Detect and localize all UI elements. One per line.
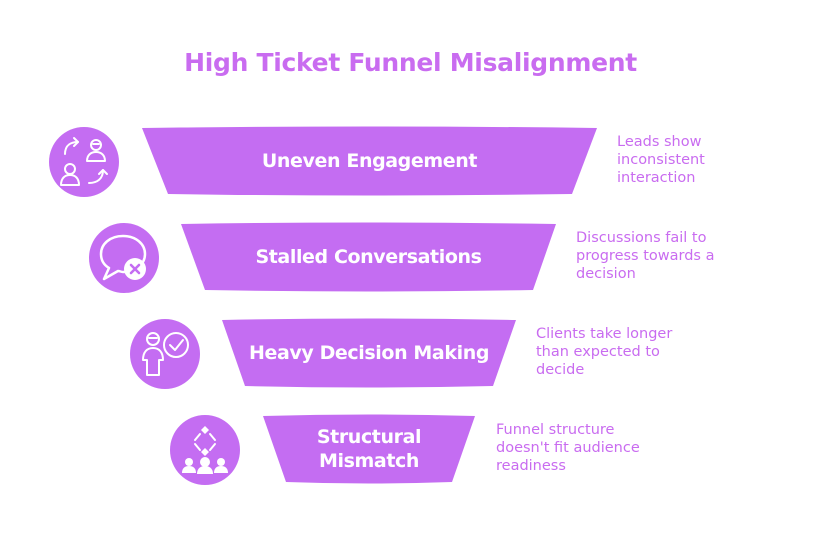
stage-label-line1: Structural (316, 426, 422, 448)
chat-bubble-x-icon (89, 223, 159, 293)
person-check-icon (130, 319, 200, 389)
stage-description: Discussions fail to progress towards a d… (576, 230, 715, 282)
engagement-icon (49, 127, 119, 197)
stage-label-line2: Mismatch (318, 450, 420, 472)
page-title: High Ticket Funnel Misalignment (184, 48, 637, 77)
hierarchy-people-icon (170, 415, 240, 485)
funnel-band-structural-mismatch: Structural Mismatch (262, 414, 476, 484)
stage-description: Leads show inconsistent interaction (617, 134, 705, 186)
stage-label: Uneven Engagement (261, 150, 478, 172)
stage-label: Stalled Conversations (255, 246, 482, 268)
funnel-band-uneven-engagement: Uneven Engagement (141, 126, 598, 196)
funnel-band-stalled-conversations: Stalled Conversations (180, 222, 557, 292)
stage-description: Funnel structure doesn't fit audience re… (496, 422, 640, 474)
stage-description: Clients take longer than expected to dec… (536, 326, 673, 378)
stage-label: Heavy Decision Making (248, 342, 490, 364)
funnel-band-heavy-decision-making: Heavy Decision Making (221, 318, 517, 388)
